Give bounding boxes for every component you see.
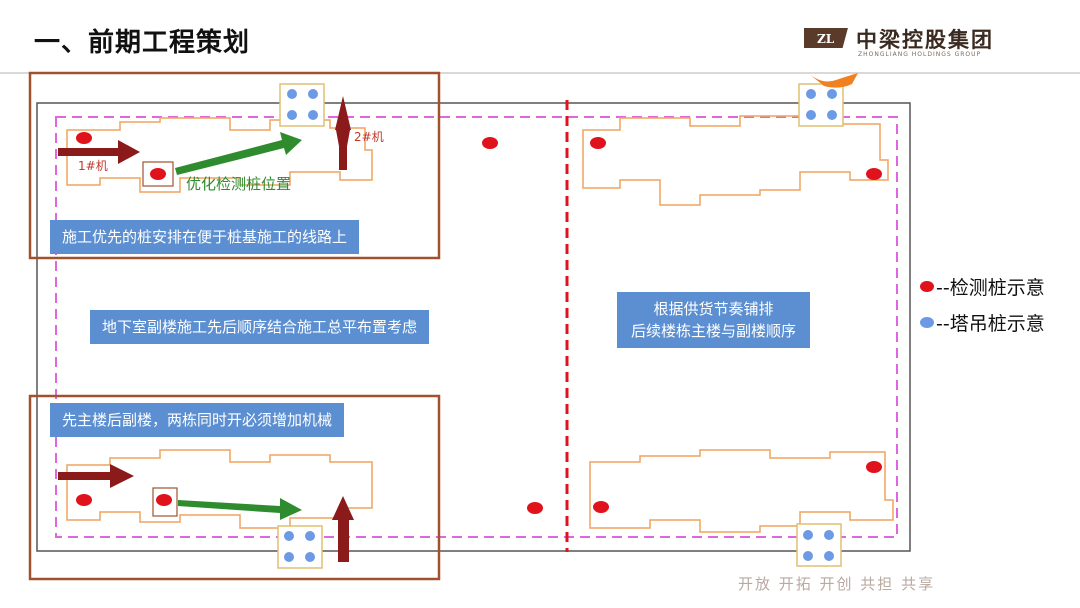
logo-name: 中梁控股集团 — [856, 28, 994, 52]
optimize-pile-label: 优化检测桩位置 — [186, 175, 291, 193]
optimized-pile-box-top — [142, 161, 174, 187]
legend-label-test-pile: --检测桩示意 — [936, 276, 1045, 299]
callout-middle-right-line2: 后续楼栋主楼与副楼顺序 — [631, 322, 797, 340]
footer-slogan: 开放 开拓 开创 共担 共享 — [738, 575, 936, 593]
callout-middle-right-line1: 根据供货节奏铺排 — [653, 300, 774, 318]
machine-1-label: 1#机 — [78, 159, 108, 173]
header-divider — [0, 72, 1080, 74]
red-dot-icon — [920, 280, 934, 292]
crane-pile-group-top-right — [798, 83, 844, 127]
building-outline-bottom-right — [589, 449, 894, 533]
machine-2-arrow-head — [336, 130, 350, 168]
test-pile — [590, 137, 606, 149]
crane-pile-group-top-left — [279, 83, 325, 127]
legend: --检测桩示意 --塔吊桩示意 — [920, 268, 1045, 340]
legend-item-test-pile: --检测桩示意 — [920, 268, 1045, 304]
test-pile — [866, 168, 882, 180]
test-pile — [593, 501, 609, 513]
slide-title: 一、前期工程策划 — [34, 28, 251, 58]
building-outline-bottom-left — [66, 449, 373, 529]
callout-bottom-left: 先主楼后副楼，两栋同时开必须增加机械 — [50, 403, 345, 437]
test-pile — [527, 502, 543, 514]
blue-dot-icon — [920, 316, 934, 328]
machine-arrow-bottom-up — [332, 496, 354, 562]
crane-pile-group-bottom-left — [277, 525, 323, 569]
logo-mark-icon: ZL — [804, 28, 848, 48]
legend-item-crane-pile: --塔吊桩示意 — [920, 304, 1045, 340]
building-outline-top-left — [66, 117, 373, 193]
test-pile — [482, 137, 498, 149]
company-logo: ZL 中梁控股集团 ZHONGLIANG HOLDINGS GROUP — [804, 24, 1034, 58]
test-pile — [156, 494, 172, 506]
callout-middle-right: 根据供货节奏铺排 后续楼栋主楼与副楼顺序 — [617, 292, 811, 348]
machine-2-label: 2#机 — [354, 130, 384, 144]
svg-text:ZL: ZL — [817, 32, 835, 46]
site-boundary — [36, 102, 911, 552]
test-pile — [150, 168, 166, 180]
test-pile — [866, 461, 882, 473]
legend-label-crane-pile: --塔吊桩示意 — [936, 312, 1045, 335]
crane-pile-group-bottom-right — [796, 523, 842, 567]
building-outline-top-right — [582, 115, 889, 206]
machine-arrow-bottom-left — [58, 464, 134, 488]
construction-boundary — [55, 116, 898, 538]
callout-middle-left: 地下室副楼施工先后顺序结合施工总平布置考虑 — [90, 310, 430, 344]
logo-subtitle: ZHONGLIANG HOLDINGS GROUP — [858, 51, 982, 58]
highlight-box-bottom — [28, 394, 441, 581]
machine-1-arrow — [58, 140, 140, 164]
optimize-arrow-top — [175, 132, 302, 175]
test-pile — [76, 132, 92, 144]
test-pile — [76, 494, 92, 506]
callout-top-left: 施工优先的桩安排在便于桩基施工的线路上 — [50, 220, 360, 254]
highlight-box-top — [28, 71, 441, 260]
optimized-pile-box-bottom — [152, 487, 178, 517]
optimize-arrow-bottom — [178, 498, 302, 520]
decorative-orange-flag — [808, 73, 858, 88]
